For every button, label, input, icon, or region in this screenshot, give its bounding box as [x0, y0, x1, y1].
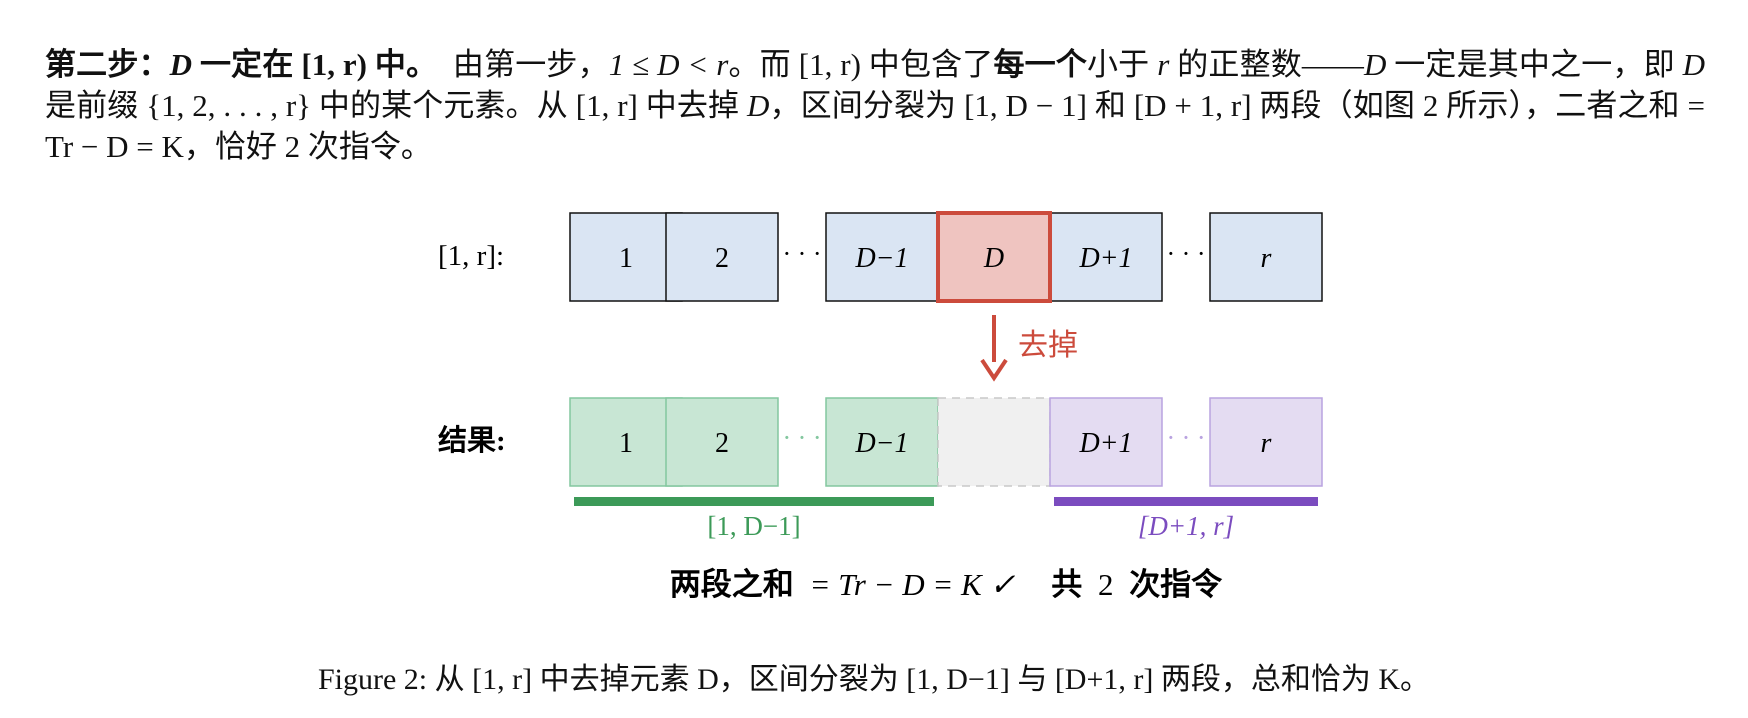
- bottom-dots-2: · · ·: [1167, 423, 1206, 452]
- top-dots-1: · · ·: [783, 239, 822, 268]
- summary-line: 两段之和 = Tr − D = K ✓ 共 2 次指令: [670, 567, 1223, 602]
- bottom-cell-2: [665, 397, 779, 487]
- top-dots-2: · · ·: [1167, 239, 1206, 268]
- bottom-cell-r: [1209, 397, 1323, 487]
- top-cell-d-minus-1-label: D−1: [854, 243, 908, 274]
- bottom-cell-d-plus-1: [1049, 397, 1163, 487]
- body-paragraph: 第二步：D 一定在 [1, r) 中。 由第一步，1 ≤ D < r。而 [1,…: [45, 47, 1706, 164]
- top-cell-d-label: D: [983, 243, 1004, 274]
- top-cell-2-label: 2: [715, 243, 729, 274]
- top-cell-d-plus-1: [1049, 212, 1163, 302]
- summary-num: 2: [1098, 567, 1114, 602]
- bottom-cell-d-minus-1-label: D−1: [854, 428, 908, 459]
- step-heading: 第二步：D 一定在 [1, r) 中。: [45, 47, 422, 82]
- right-range-bar: [1054, 497, 1318, 506]
- bottom-cell-1: [569, 397, 683, 487]
- top-cell-2: [665, 212, 779, 302]
- bottom-dots-1: · · ·: [783, 423, 822, 452]
- summary-bold-1: 两段之和: [670, 567, 794, 602]
- top-cell-d-plus-1-label: D+1: [1078, 243, 1132, 274]
- top-cell-1: [569, 212, 683, 302]
- figure-caption: Figure 2: 从 [1, r] 中去掉元素 D，区间分裂为 [1, D−1…: [317, 663, 1431, 696]
- remove-label: 去掉: [1018, 329, 1078, 362]
- row-top-label: [1, r]:: [438, 240, 504, 272]
- top-cell-1-label: 1: [619, 243, 633, 274]
- remove-arrow-icon: [980, 358, 1008, 382]
- summary-math: = Tr − D = K ✓: [810, 567, 1016, 602]
- bottom-cell-d-minus-1: [825, 397, 939, 487]
- top-cell-d-removed: [936, 211, 1052, 303]
- bottom-cell-d-plus-1-label: D+1: [1078, 428, 1132, 459]
- bottom-cell-r-label: r: [1261, 428, 1272, 459]
- bottom-cell-gap: [937, 397, 1051, 487]
- summary-bold-2: 共: [1051, 567, 1082, 602]
- row-bottom-label: 结果:: [438, 424, 506, 457]
- top-cell-d-minus-1: [825, 212, 939, 302]
- left-range-label: [1, D−1]: [707, 511, 800, 541]
- left-range-bar: [574, 497, 934, 506]
- bottom-cell-1-label: 1: [619, 428, 633, 459]
- top-cell-r: [1209, 212, 1323, 302]
- right-range-label: [D+1, r]: [1138, 511, 1234, 541]
- top-cell-r-label: r: [1261, 243, 1272, 274]
- bottom-cell-2-label: 2: [715, 428, 729, 459]
- summary-bold-3: 次指令: [1129, 567, 1223, 602]
